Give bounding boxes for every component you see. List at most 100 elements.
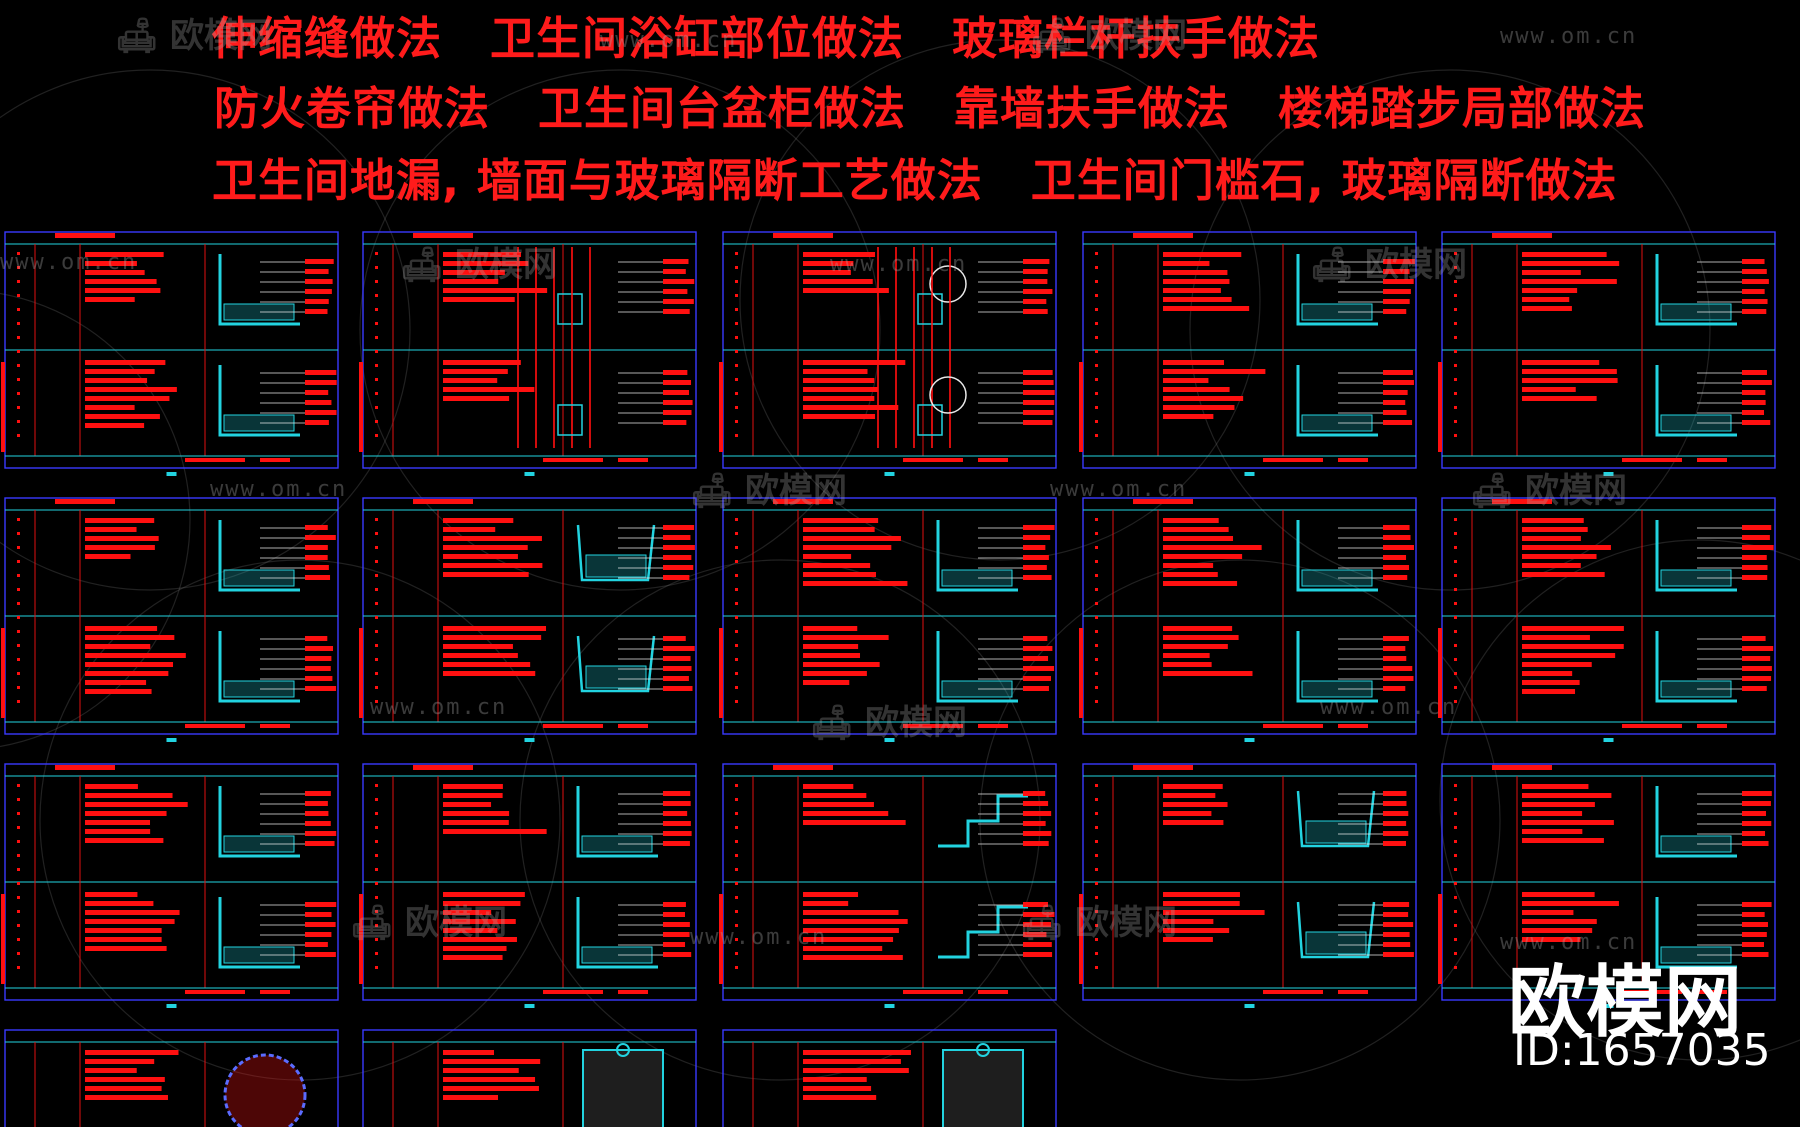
leader-label-bar (663, 420, 687, 425)
column-mark (375, 364, 378, 367)
annotation-text-bar (1522, 279, 1617, 284)
column-mark (735, 938, 738, 941)
sheet-side-mark (719, 628, 723, 718)
annotation-text-bar (803, 919, 908, 924)
leader-label-bar (663, 535, 691, 540)
sheet-side-mark (1438, 628, 1442, 718)
annotation-text-bar (1163, 563, 1214, 568)
leader-label-bar (1383, 289, 1411, 294)
sheet-marker (1603, 1004, 1614, 1008)
leader-label-bar (1742, 259, 1765, 264)
column-mark (17, 938, 20, 941)
sheet-marker (884, 472, 895, 476)
annotation-text-bar (1522, 793, 1612, 798)
column-mark (17, 364, 20, 367)
leader-label-bar (663, 922, 690, 927)
detail-shape (218, 786, 300, 858)
leader-label-bar (663, 841, 690, 846)
column-mark (375, 378, 378, 381)
column-mark (1095, 420, 1098, 423)
leader-label-bar (663, 380, 692, 385)
leader-label-bar (305, 545, 328, 550)
column-mark (1454, 826, 1457, 829)
annotation-text-bar (1163, 306, 1250, 311)
sheet-title-block (185, 990, 245, 994)
annotation-text-bar (1522, 662, 1592, 667)
annotation-text-bar (1522, 901, 1619, 906)
annotation-text-bar (803, 644, 859, 649)
column-mark (375, 252, 378, 255)
leader-label-bar (1023, 811, 1052, 816)
leader-label-bar (305, 535, 336, 540)
leader-label-bar (1023, 309, 1048, 314)
leader-label-bar (1742, 902, 1772, 907)
drawing-sheet (4, 1029, 339, 1127)
annotation-text-bar (85, 1086, 162, 1091)
annotation-text-bar (1163, 536, 1234, 541)
leader-label-bar (1383, 841, 1407, 846)
leader-label-bar (663, 932, 690, 937)
column-mark (735, 686, 738, 689)
annotation-text-bar (1163, 653, 1210, 658)
leader-label-bar (1023, 289, 1053, 294)
title-line-1: 伸缩缝做法卫生间浴缸部位做法玻璃栏杆扶手做法 (212, 2, 1320, 67)
annotation-text-bar (443, 518, 514, 523)
column-mark (1095, 266, 1098, 269)
annotation-text-bar (1163, 252, 1242, 257)
annotation-text-bar (1163, 527, 1229, 532)
column-mark (1454, 322, 1457, 325)
leader-label-bar (1023, 545, 1046, 550)
annotation-text-bar (85, 626, 158, 631)
detail-shape (576, 524, 656, 582)
column-mark (1454, 616, 1457, 619)
annotation-text-bar (443, 1077, 536, 1082)
annotation-text-bar (443, 1086, 539, 1091)
annotation-text-bar (803, 261, 854, 266)
sheet-marker (524, 1004, 535, 1008)
leader-label-bar (305, 390, 329, 395)
leader-label-bar (1023, 942, 1052, 947)
annotation-text-bar (443, 910, 492, 915)
column-mark (1454, 532, 1457, 535)
annotation-text-bar (1163, 820, 1224, 825)
leader-label-bar (1023, 279, 1048, 284)
column-mark (1454, 966, 1457, 969)
leader-label-bar (1742, 922, 1768, 927)
detail-shape (582, 1049, 664, 1127)
column-mark (1454, 378, 1457, 381)
column-mark (17, 882, 20, 885)
leader-label-bar (1383, 565, 1410, 570)
watermark-arc (39, 559, 561, 1081)
leader-label-bar (1742, 791, 1772, 796)
annotation-text-bar (803, 581, 908, 586)
leader-label-bar (663, 269, 686, 274)
column-mark (375, 952, 378, 955)
title-wall-handrail: 靠墙扶手做法 (954, 82, 1231, 135)
annotation-text-bar (803, 937, 894, 942)
leader-label-bar (1383, 646, 1406, 651)
column-mark (735, 546, 738, 549)
drawing-sheet (1, 763, 339, 1008)
drawing-sheet (359, 497, 697, 742)
sheet-side-mark (1, 362, 5, 452)
annotation-text-bar (443, 829, 547, 834)
column-mark (1095, 966, 1098, 969)
sheet-title-block (1697, 458, 1727, 462)
leader-label-bar (1383, 676, 1414, 681)
annotation-text-bar (1163, 937, 1213, 942)
sheet-marker (1244, 472, 1255, 476)
leader-label-bar (1023, 791, 1046, 796)
sheet-title-block (260, 990, 290, 994)
leader-label-bar (663, 942, 686, 947)
column-mark (735, 574, 738, 577)
column-mark (1095, 798, 1098, 801)
leader-label-bar (1023, 575, 1052, 580)
annotation-text-bar (1522, 261, 1620, 266)
annotation-text-bar (443, 820, 509, 825)
sheet-marker (884, 1004, 895, 1008)
sheet-title-block (1263, 990, 1323, 994)
annotation-text-bar (1163, 811, 1212, 816)
annotation-text-bar (1522, 910, 1574, 915)
annotation-text-bar (85, 554, 131, 559)
annotation-text-bar (85, 1050, 179, 1055)
